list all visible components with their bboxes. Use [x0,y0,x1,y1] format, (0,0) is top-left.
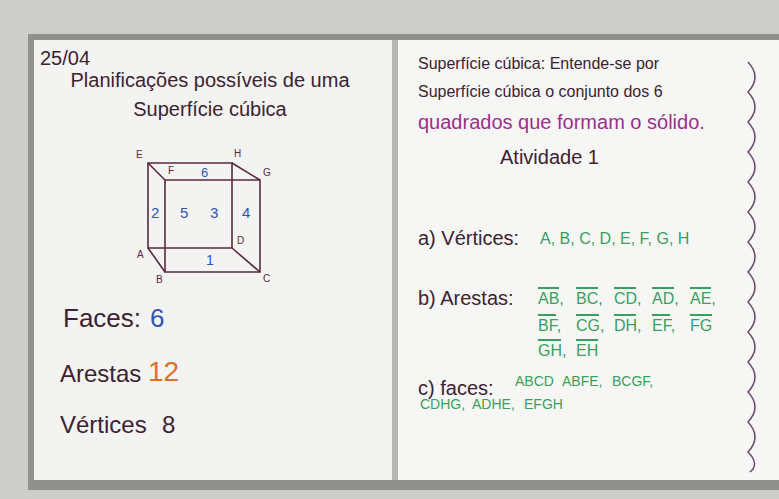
vertex-letter: D [237,236,244,246]
vertex-letter: B [156,275,163,285]
edge-name: AD, [652,287,679,307]
face-number: 5 [180,205,188,220]
title-text: Planificações possíveis de uma Superfíci… [50,66,370,124]
board-frame [28,34,779,490]
count-value: 6 [150,305,164,331]
vertex-letter: G [263,168,271,178]
panel-divider [392,40,398,480]
edge-name: FG [690,314,712,334]
question-label: c) faces: [418,378,494,398]
vertex-letter: E [136,150,143,160]
edge-name: CD, [614,287,642,307]
count-label: Arestas [60,362,141,386]
date-text: 25/04 [40,48,90,68]
right-panel [398,40,779,480]
face-name: ABFE, [562,374,602,388]
face-name: ABCD [515,374,554,388]
vertex-letter: H [234,149,241,159]
vertex-letter: A [137,250,144,260]
face-name: EFGH [524,397,563,411]
face-number: 1 [206,253,214,267]
question-label: a) Vértices: [418,228,519,248]
definition-text: Superfície cúbica o conjunto dos 6 [418,84,663,100]
face-name: BCGF, [612,374,653,388]
count-label: Vértices [60,413,147,437]
question-label: b) Arestas: [418,288,514,308]
edge-name: EH [576,339,598,359]
activity-heading: Atividade 1 [500,147,599,167]
answer-text: A, B, C, D, E, F, G, H [540,231,689,247]
face-name: ADHE, [472,397,515,411]
edge-name: AB, [538,287,564,307]
face-number: 6 [201,166,208,179]
edge-name: DH, [614,314,642,334]
cube-edge [148,163,165,180]
count-value: 8 [162,413,175,437]
cube-back-face [148,163,232,248]
face-number: 4 [242,205,250,220]
face-name: CDHG, [420,397,465,411]
vertex-letter: C [263,274,270,284]
definition-text: Superfície cúbica: Entende-se por [418,56,659,72]
wavy-bracket [748,62,755,472]
cube-front-face [165,180,260,272]
cube-edge [232,248,260,272]
edge-name: EF, [652,314,675,334]
face-number: 3 [210,205,218,220]
count-value: 12 [148,358,179,386]
edge-name: CG, [576,314,604,334]
cube-drawing [148,163,260,272]
edge-name: GH, [538,339,566,359]
cube-edge [232,163,260,180]
face-number: 2 [151,205,159,220]
edge-name: BF, [538,314,561,334]
definition-text: quadrados que formam o sólido. [418,112,705,132]
count-label: Faces: [63,305,141,331]
cube-edge [148,248,165,272]
edge-name: BC, [576,287,603,307]
vertex-letter: F [168,166,174,176]
edge-name: AE, [690,287,716,307]
left-panel [34,40,392,480]
